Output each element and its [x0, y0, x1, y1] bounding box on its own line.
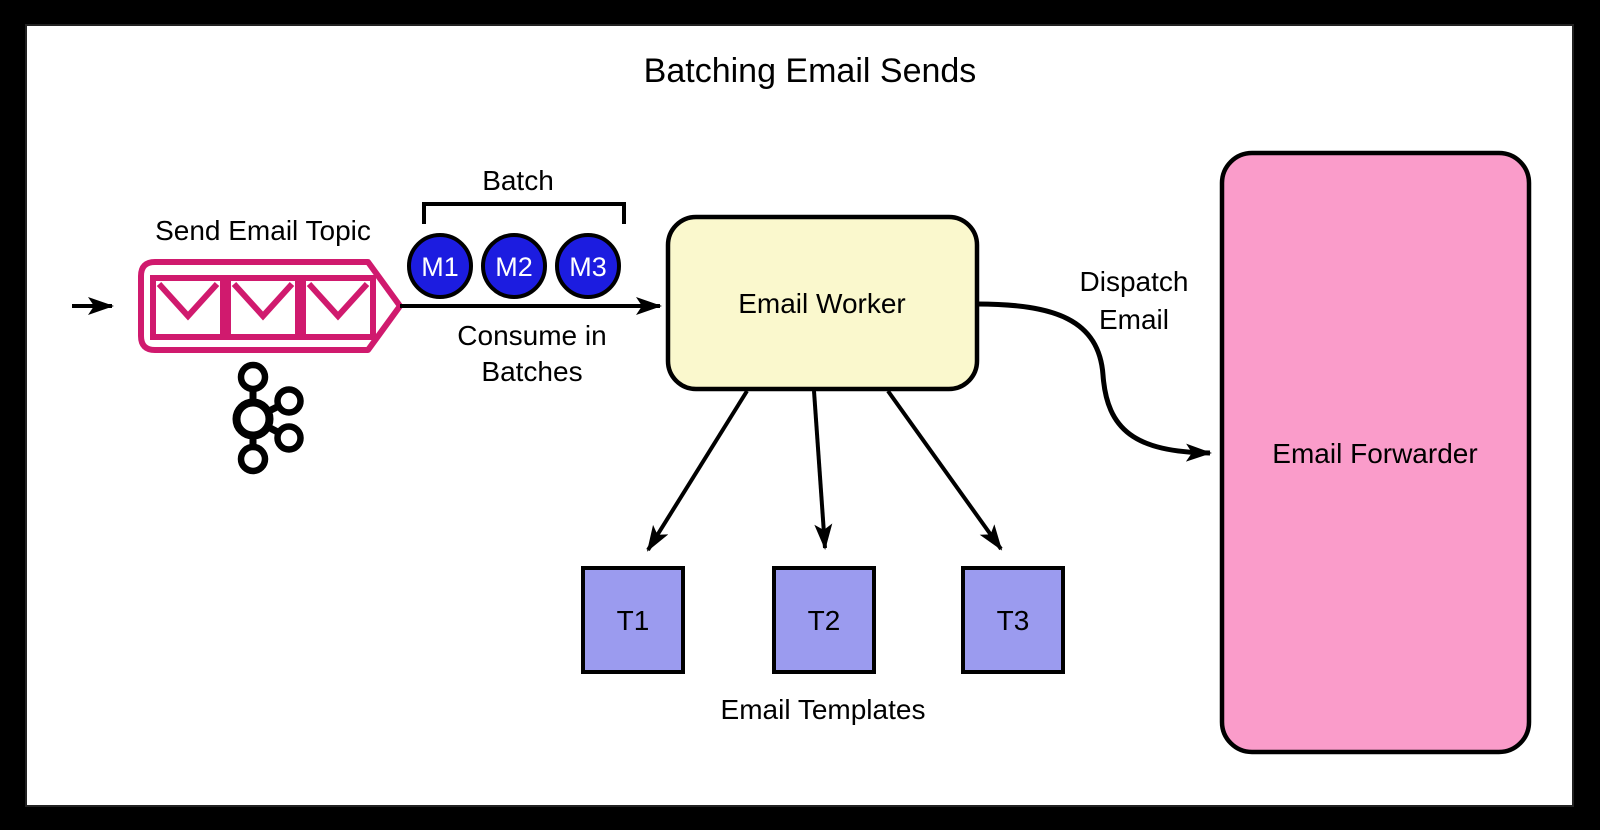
message-m3-label: M3 — [569, 252, 607, 282]
message-m1: M1 — [407, 233, 473, 299]
templates-caption: Email Templates — [721, 694, 926, 725]
template-t2-label: T2 — [808, 605, 841, 636]
dispatch-label-line2: Email — [1099, 304, 1169, 335]
message-m2-label: M2 — [495, 252, 533, 282]
envelope-icon — [150, 275, 226, 340]
topic-envelopes — [150, 275, 376, 340]
diagram-title: Batching Email Sends — [644, 52, 977, 90]
template-t3-label: T3 — [997, 605, 1030, 636]
batch-label: Batch — [482, 165, 554, 196]
dispatch-arrow — [976, 301, 1212, 462]
envelope-icon — [225, 275, 301, 340]
envelope-icon — [300, 275, 376, 340]
template-node-t1: T1 — [581, 566, 685, 674]
consume-label-line1: Consume in — [457, 320, 606, 351]
topic-label: Send Email Topic — [155, 215, 371, 246]
template-t1-label: T1 — [617, 605, 650, 636]
template-node-t3: T3 — [961, 566, 1065, 674]
forwarder-label: Email Forwarder — [1272, 438, 1477, 469]
kafka-icon — [232, 361, 304, 475]
template-node-t2: T2 — [772, 566, 876, 674]
message-m1-label: M1 — [421, 252, 459, 282]
worker-label: Email Worker — [738, 288, 906, 319]
template-arrow-t3 — [886, 389, 1003, 551]
forwarder-node — [1219, 150, 1532, 755]
message-m3: M3 — [555, 233, 621, 299]
template-arrow-t1 — [646, 389, 749, 552]
batch-bracket — [422, 202, 626, 224]
consume-label-line2: Batches — [481, 356, 582, 387]
message-m2: M2 — [481, 233, 547, 299]
dispatch-label-line1: Dispatch — [1080, 266, 1189, 297]
template-arrow-t2 — [812, 390, 833, 550]
